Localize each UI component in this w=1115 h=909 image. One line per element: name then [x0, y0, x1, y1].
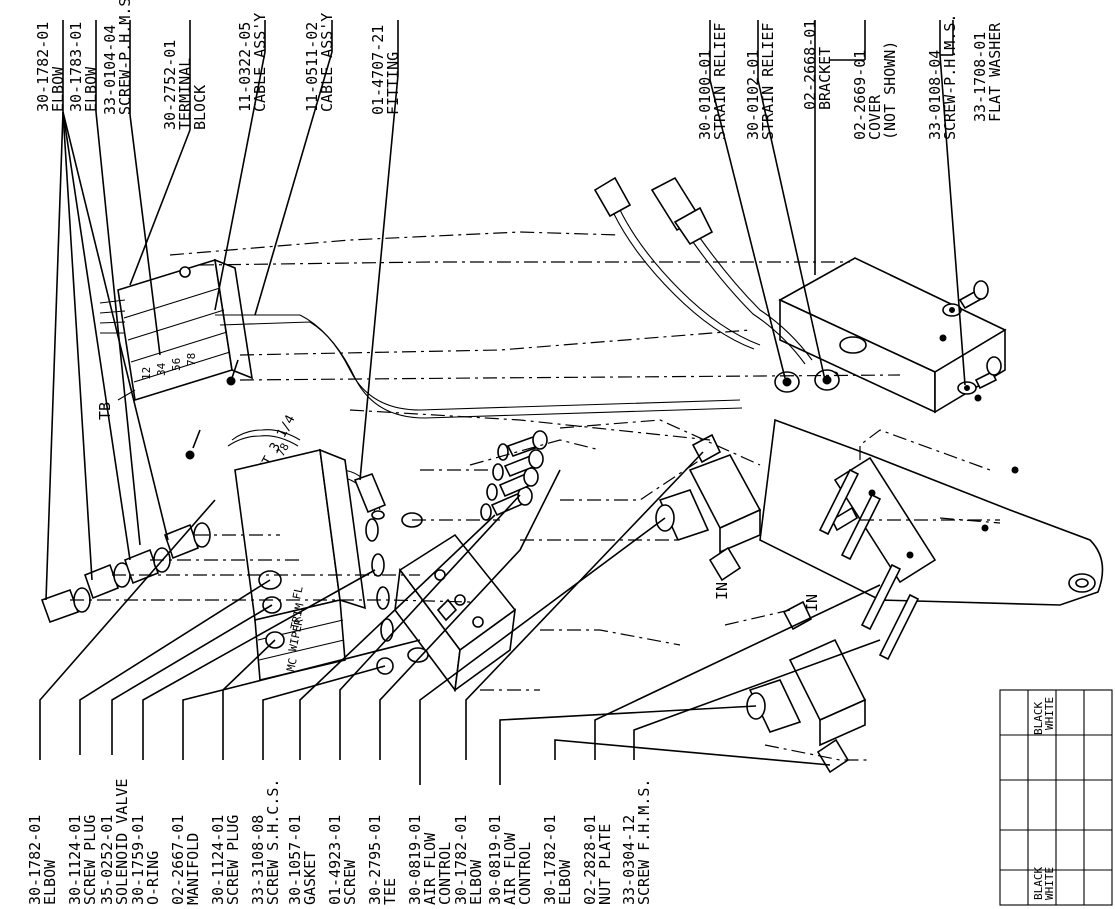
top-right-label-desc: SCREW-P.H.M.S.	[941, 14, 959, 140]
bottom-label-desc2: CONTROL	[516, 842, 534, 905]
terminal-block: 12 34 56 78 TB	[96, 258, 254, 420]
bottom-label-desc: AIR FLOW	[501, 832, 519, 905]
bottom-label-number: 30-0819-01	[486, 815, 504, 905]
wire-table-left-2: WHITE	[1043, 867, 1056, 900]
svg-text:78: 78	[185, 353, 198, 366]
valve-label-trim: TRIM	[288, 602, 306, 631]
bottom-label-number: 33-3108-08	[249, 815, 267, 905]
leader-lines-bottom	[39, 451, 881, 785]
bottom-label-number: 30-1782-01	[452, 815, 470, 905]
f-h-m-s-screws	[818, 468, 920, 661]
wire-table-right-1: BLACK	[1032, 702, 1045, 735]
top-right-label-desc: STRAIN RELIEF	[759, 23, 777, 140]
solenoid-valve-stack: FL TRIM WIPER MC	[234, 448, 366, 681]
top-left-label-desc: CABLE ASS'Y	[251, 13, 269, 112]
svg-text:12: 12	[140, 367, 153, 380]
bottom-label-desc: TEE	[381, 878, 399, 905]
top-right-label-number: 33-1708-01	[971, 32, 989, 122]
air-flow-control-lower: IN	[746, 594, 867, 774]
screw-row	[480, 430, 548, 521]
top-left-label-number: 11-0511-02	[303, 22, 321, 112]
bracket	[759, 257, 1104, 606]
bracket-screws	[942, 280, 1002, 395]
bottom-label-desc: SCREW S.H.C.S.	[264, 779, 282, 905]
bottom-label-number: 01-4923-01	[326, 815, 344, 905]
top-left-label-number: 33-0104-04	[101, 25, 119, 115]
top-right-label-desc: BRACKET	[816, 47, 834, 110]
top-left-label-desc: CABLE ASS'Y	[318, 13, 336, 112]
in-callout-upper: IN	[713, 582, 731, 600]
fitting	[353, 472, 387, 520]
cable-runs	[215, 314, 743, 419]
bottom-label-number: 30-2795-01	[366, 815, 384, 905]
top-right-label-number: 02-2669-01	[851, 50, 869, 140]
bottom-label-desc: SOLENOID VALVE	[113, 779, 131, 905]
svg-text:34: 34	[155, 362, 168, 376]
bottom-label-number: 02-2667-01	[169, 815, 187, 905]
top-right-label-desc: COVER	[866, 94, 884, 140]
bottom-label-number: 30-1782-01	[541, 815, 559, 905]
bottom-label-number: 30-1124-01	[66, 815, 84, 905]
o-rings	[365, 518, 394, 642]
top-right-label-desc: STRAIN RELIEF	[711, 23, 729, 140]
bottom-label-desc: AIR FLOW	[421, 832, 439, 905]
bottom-label-desc: ELBOW	[467, 859, 485, 905]
manifold	[376, 512, 517, 693]
bottom-label-number: 35-0252-01	[98, 815, 116, 905]
bottom-label-number: 33-0304-12	[620, 815, 638, 905]
valve-label-mc: MC	[284, 657, 299, 673]
bottom-label-desc: GASKET	[301, 851, 319, 905]
top-left-label-desc: ELBOW	[49, 66, 67, 112]
bottom-label-desc: NUT PLATE	[596, 824, 614, 905]
bottom-label-desc: SCREW PLUG	[81, 815, 99, 905]
wire-table-right-2: WHITE	[1043, 697, 1056, 730]
top-left-label-number: 30-1783-01	[67, 22, 85, 112]
top-left-label-desc: FITTING	[384, 52, 402, 115]
bottom-label-number: 30-1759-01	[129, 815, 147, 905]
bottom-label-desc: ELBOW	[41, 859, 59, 905]
top-left-label-desc: ELBOW	[82, 66, 100, 112]
bottom-label-number: 30-1782-01	[26, 815, 44, 905]
assembly-centerlines	[70, 231, 1001, 761]
in-callout-lower: IN	[803, 594, 821, 612]
top-left-label-desc: SCREW-P.H.M.S.	[116, 0, 134, 115]
bottom-label-number: 30-1124-01	[209, 815, 227, 905]
bottom-label-desc: SCREW PLUG	[224, 815, 242, 905]
top-right-label-desc2: (NOT SHOWN)	[881, 41, 899, 140]
tb-screw	[185, 359, 239, 460]
top-right-label-number: 33-0108-04	[926, 50, 944, 140]
valve-label-fl: FL	[290, 585, 306, 601]
bottom-label-desc: ELBOW	[556, 859, 574, 905]
svg-text:56: 56	[170, 358, 183, 371]
wire-color-table: BLACK WHITE BLACK WHITE	[999, 689, 1113, 906]
top-left-label-desc2: BLOCK	[191, 85, 209, 130]
top-left-label-number: 01-4707-21	[369, 25, 387, 115]
top-left-label-number: 30-2752-01	[161, 40, 179, 130]
bottom-label-desc: MANIFOLD	[184, 833, 202, 905]
bottom-label-desc2: CONTROL	[436, 842, 454, 905]
top-left-label-number: 11-0322-05	[236, 22, 254, 112]
top-left-label-number: 30-1782-01	[34, 22, 52, 112]
leader-lines-top	[45, 20, 966, 601]
bottom-label-desc: O-RING	[144, 851, 162, 905]
tb-callout: TB	[96, 402, 114, 420]
bottom-label-desc: SCREW	[341, 859, 359, 905]
cable-connectors	[593, 176, 813, 365]
top-right-label-desc: FLAT WASHER	[986, 22, 1004, 122]
bottom-label-number: 30-1057-01	[286, 815, 304, 905]
bottom-label-number: 02-2828-01	[581, 815, 599, 905]
bottom-label-number: 30-0819-01	[406, 815, 424, 905]
wire-table-left-1: BLACK	[1032, 867, 1045, 900]
air-flow-control-upper: IN	[655, 433, 762, 600]
bottom-label-desc: SCREW F.H.M.S.	[635, 779, 653, 905]
